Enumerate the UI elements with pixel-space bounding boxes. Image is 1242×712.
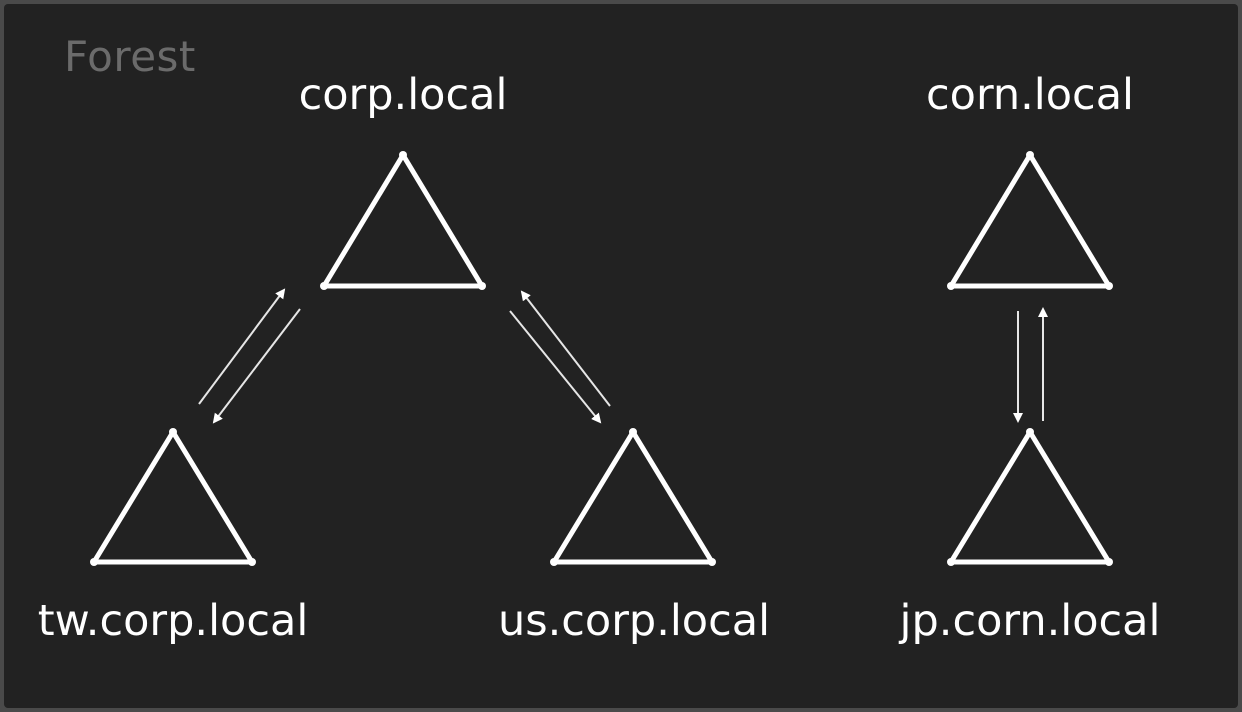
domain-tree-icon-corn-local	[947, 151, 1113, 290]
forest-diagram: Forest	[4, 4, 1238, 708]
domain-tree-icon-tw-corp-local	[90, 428, 256, 566]
label-jp-corn-local: jp.corn.local	[899, 596, 1161, 646]
trust-arrows-us-corp	[509, 290, 611, 424]
diagram-graphic	[90, 151, 1113, 566]
label-corp-local: corp.local	[298, 70, 508, 120]
trust-arrows-jp-corn	[1013, 307, 1048, 423]
domain-tree-icon-jp-corn-local	[947, 428, 1113, 566]
trust-arrows-tw-corp	[198, 288, 301, 424]
label-tw-corp-local: tw.corp.local	[37, 596, 309, 646]
label-corn-local: corn.local	[926, 70, 1134, 120]
domain-tree-icon-us-corp-local	[550, 428, 716, 566]
domain-tree-icon-corp-local	[320, 151, 486, 290]
label-us-corp-local: us.corp.local	[497, 596, 771, 646]
forest-title: Forest	[64, 32, 196, 81]
